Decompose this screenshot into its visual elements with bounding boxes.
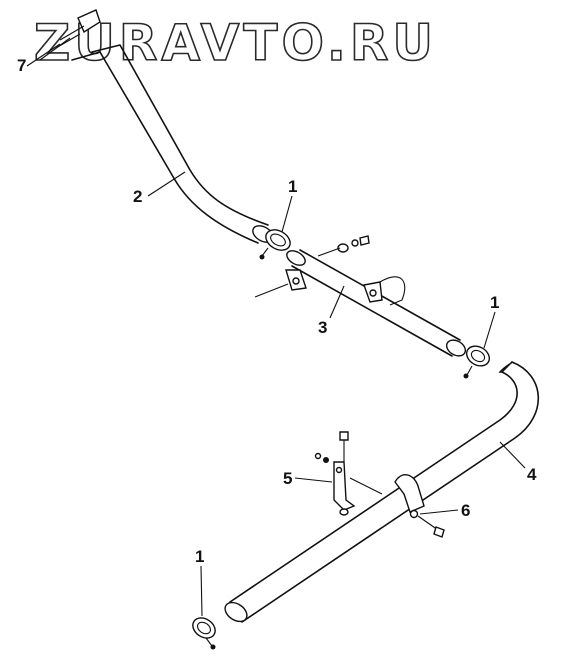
callout-bracket: 5 — [283, 469, 292, 488]
clamp-middle — [463, 345, 491, 379]
callout-tip: 7 — [17, 56, 26, 75]
watermark-text: ZURAVTO.RU — [34, 14, 437, 72]
leader-lines — [26, 43, 526, 617]
lower-pipe — [224, 361, 540, 623]
callout-pipe-lower: 4 — [527, 465, 537, 484]
bracket — [314, 431, 383, 516]
callout-clamp-middle: 1 — [490, 293, 499, 312]
callout-pipe-middle: 3 — [318, 318, 327, 337]
tip-fitting — [39, 9, 101, 61]
upper-pipe — [71, 44, 274, 244]
callout-pipe-upper: 2 — [133, 187, 142, 206]
callout-clamp-top: 1 — [288, 177, 297, 196]
clamp-top — [259, 229, 291, 260]
callout-bolt: 6 — [461, 501, 470, 520]
middle-pipe — [254, 235, 467, 357]
callout-clamp-bottom: 1 — [195, 547, 204, 566]
clamp-bottom — [192, 617, 216, 650]
